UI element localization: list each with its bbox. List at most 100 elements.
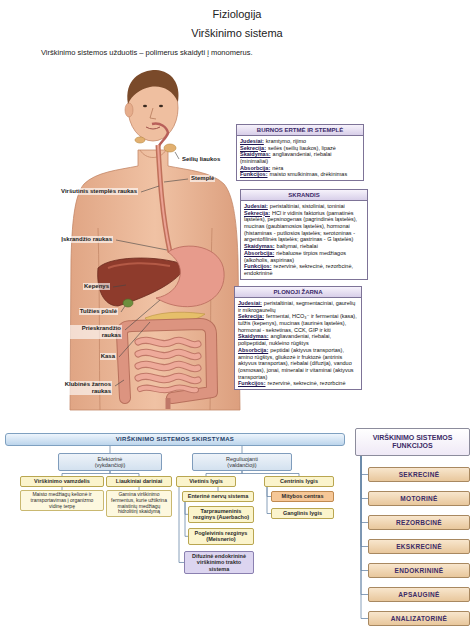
connector-line: [361, 456, 368, 523]
neck-shadow: [140, 150, 166, 158]
box-text: ENDOKRININĖ: [395, 567, 444, 574]
stomach: [156, 246, 224, 307]
rectum: [166, 398, 171, 409]
box-text: Virškinimo vamzdelis: [34, 478, 90, 484]
leader-line: [141, 186, 159, 192]
panel-body: Judesiai:peristaltiniai, segmentaciniai,…: [234, 298, 362, 390]
eye: [143, 105, 147, 107]
field-label: Sekrecija:: [244, 210, 270, 216]
level-box: Ganglinis lygis: [271, 508, 334, 519]
organ-label: Seilių liaukos: [181, 156, 221, 163]
category-box: Reguliuojanti (valdančioji): [192, 453, 292, 471]
leader-line: [119, 322, 150, 357]
info-panel: SKRANDIS Judesiai:peristaltiniai, sistoli…: [240, 189, 368, 280]
connector-line: [361, 456, 368, 499]
field-label: Skaidymas:: [244, 243, 275, 249]
panel-row: Sekrecija:fermentai, HCO₃⁻ ir fermentai …: [238, 313, 358, 333]
connector-line: [110, 446, 111, 453]
system-box: Enterinė nervų sistema: [182, 491, 254, 502]
intestine-loop: [138, 352, 198, 357]
field-label: Judesiai:: [238, 300, 262, 306]
leader-line: [175, 152, 179, 159]
connector-line: [361, 456, 368, 475]
panel-row: Sekrecija:seilės (seilių liaukos), lipaz…: [240, 145, 360, 152]
box-text: Gamina virškinimo fermentus, kurie užtik…: [110, 492, 168, 515]
class-box: Virškinimo vamzdelis: [20, 476, 104, 487]
function-box: ANALIZATORINĖ: [368, 611, 470, 626]
field-label: Judesiai:: [244, 203, 268, 209]
field-value: baltymai, riebalai: [277, 243, 318, 249]
panel-body: Judesiai:peristaltiniai, sistoliniai, to…: [240, 201, 368, 280]
field-label: Absorbcija:: [244, 250, 274, 256]
panel-row: Judesiai:kramtymo, rijimo: [240, 138, 360, 145]
nose: [150, 108, 156, 119]
connector-line: [361, 456, 368, 619]
plexus-box: Pogleivinis rezginys (Meisnerio): [188, 528, 254, 545]
box-text: MOTORINĖ: [400, 495, 437, 502]
leader-line: [116, 240, 167, 250]
description-box: Maisto medžiagų kelionė ir transportavim…: [20, 490, 104, 511]
panel-row: Judesiai:peristaltiniai, sistoliniai, to…: [244, 203, 364, 210]
section-banner: VIRŠKINIMO SISTEMOS SKIRSTYMAS: [5, 433, 345, 446]
task-note: Virškinimo sistemos užduotis – polimerus…: [40, 49, 254, 58]
intestine-loop: [138, 376, 198, 381]
field-label: Sekrecija:: [238, 313, 264, 319]
box-text: APSAUGINĖ: [398, 591, 439, 598]
panel-row: Sekrecija:HCl ir vidinis faktorius (pama…: [244, 210, 364, 244]
plexus-box: Tarpraumeninis rezginys (Auerbacho): [188, 506, 254, 523]
field-value: seilės (seilių liaukos), lipazė: [268, 145, 336, 151]
box-text: EKSKRECINĖ: [396, 543, 442, 550]
organ-label: Stemplė: [190, 175, 215, 182]
leader-line: [115, 380, 124, 386]
function-box: EKSKRECINĖ: [368, 539, 470, 554]
level-box: Vietinis lygis: [176, 476, 236, 487]
function-box: MOTORINĖ: [368, 491, 470, 506]
panel-row: Judesiai:peristaltiniai, segmentaciniai,…: [238, 300, 358, 313]
field-label: Funkcijos:: [238, 380, 266, 386]
panel-heading: BURNOS ERTMĖ IR STEMPLĖ: [236, 124, 364, 136]
box-text: Difuzinė endokrininė virškinimo trakto s…: [188, 553, 250, 572]
box-text: Reguliuojanti (valdančioji): [213, 456, 271, 469]
function-box: REZORBCINĖ: [368, 515, 470, 530]
center-box: Mitybos centras: [271, 491, 334, 502]
functions-heading: VIRŠKINIMO SISTEMOS FUNKCIJOS: [355, 428, 470, 456]
system-box: Difuzinė endokrininė virškinimo trakto s…: [184, 551, 254, 574]
panel-heading: SKRANDIS: [240, 189, 368, 201]
small-intestine: [138, 340, 198, 390]
panel-row: Skaidymas:baltymai, riebalai: [244, 243, 364, 250]
intestine-loop: [138, 364, 198, 369]
leader-line: [113, 285, 126, 287]
box-text: ANALIZATORINĖ: [391, 615, 447, 622]
box-text: Efektorinė (vykdančioji): [84, 456, 136, 469]
large-intestine: [122, 324, 212, 398]
info-panel: PLONOJI ŽARNAJudesiai:peristaltiniai, se…: [234, 286, 362, 390]
field-label: Funkcijos:: [244, 263, 272, 269]
function-box: ENDOKRININĖ: [368, 563, 470, 578]
page-subtitle: Virškinimo sistema: [0, 27, 474, 40]
box-text: REZORBCINĖ: [396, 519, 442, 526]
box-text: Enterinė nervų sistema: [188, 493, 249, 499]
field-value: kramtymo, rijimo: [266, 138, 306, 144]
box-text: Maisto medžiagų kelionė ir transportavim…: [24, 492, 100, 509]
field-label: Judesiai:: [240, 138, 264, 144]
page-title: Fiziologija: [0, 8, 474, 20]
box-text: VIRŠKINIMO SISTEMOS SKIRSTYMAS: [116, 436, 234, 443]
box-text: Mitybos centras: [282, 493, 324, 499]
field-label: Skaidymas:: [240, 151, 271, 157]
box-text: Vietinis lygis: [189, 478, 223, 484]
intestine-loop: [138, 340, 198, 345]
panel-body: Judesiai:kramtymo, rijimoSekrecija:seilė…: [236, 136, 364, 181]
intestine-loop: [140, 387, 196, 390]
organ-label: Kepenys: [83, 283, 110, 290]
field-value: peristaltiniai, sistoliniai, toniniai: [270, 203, 345, 209]
organ-label: Prieskrandžio raukas: [68, 325, 122, 339]
field-label: Absorbcija:: [238, 347, 268, 353]
panel-row: Absorbcija:riebaluose tirpios medžiagos …: [244, 250, 364, 263]
organ-label: Įskrandžio raukas: [60, 236, 113, 243]
panel-row: Funkcijos:rezervinė, sekrecinė, rezorbci…: [244, 263, 364, 276]
intestine-loop: [138, 376, 198, 381]
mouth: [146, 127, 160, 129]
leader-line: [164, 179, 188, 182]
organ-label: Tulžies pūslė: [79, 308, 118, 315]
